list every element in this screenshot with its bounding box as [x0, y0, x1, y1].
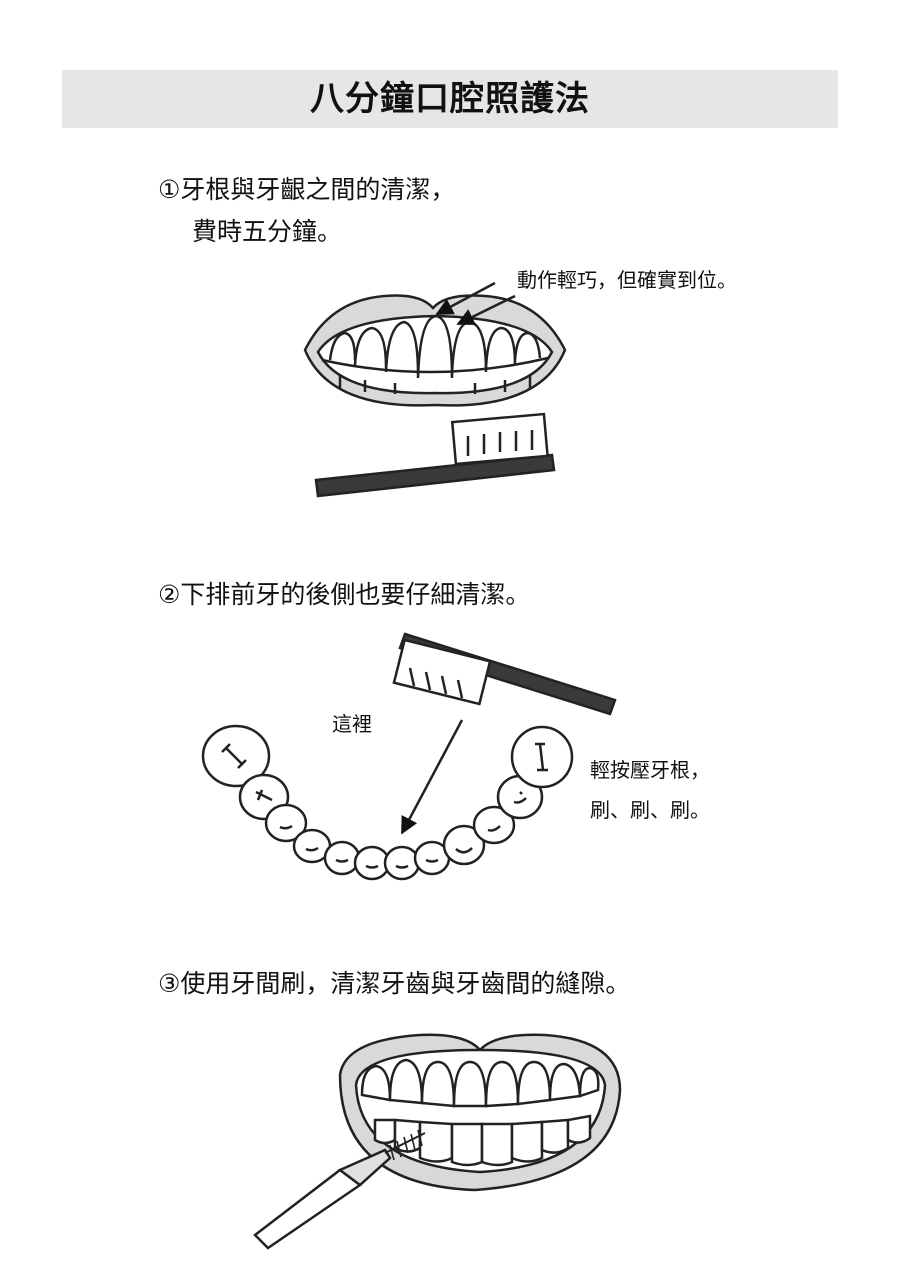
step2-note-line1: 輕按壓牙根，	[590, 758, 710, 782]
step3-illustration	[253, 1033, 622, 1250]
title-banner: 八分鐘口腔照護法	[62, 70, 838, 128]
page-title: 八分鐘口腔照護法	[310, 79, 590, 119]
step1-note: 動作輕巧，但確實到位。	[517, 268, 737, 292]
step2-illustration	[201, 632, 617, 881]
step1-heading-line1: ①牙根與牙齦之間的清潔，	[158, 175, 456, 204]
step1-illustration	[303, 281, 567, 498]
step1-heading-line2: 費時五分鐘。	[192, 217, 343, 246]
step2-label-here: 這裡	[332, 712, 372, 736]
step2-heading: ②下排前牙的後側也要仔細清潔。	[158, 580, 531, 609]
step2-note-line2: 刷、刷、刷。	[590, 798, 710, 822]
step3-heading: ③使用牙間刷，清潔牙齒與牙齒間的縫隙。	[158, 969, 631, 998]
